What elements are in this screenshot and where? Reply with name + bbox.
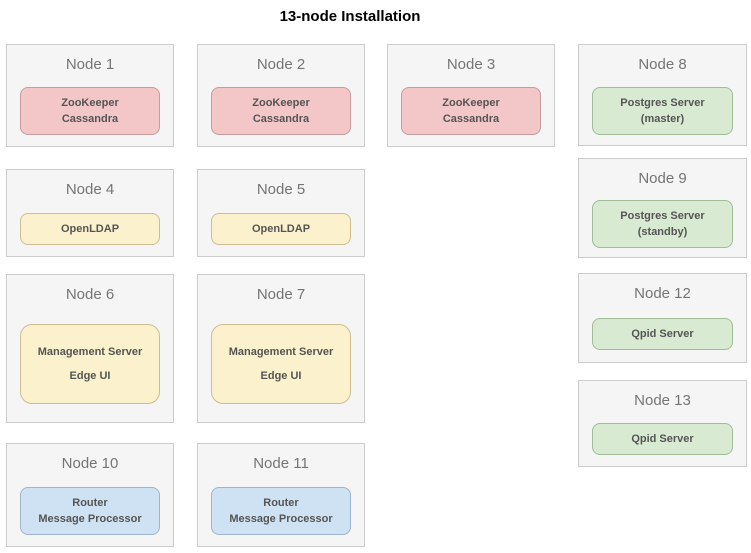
node-10-body: Router Message Processor [20,475,160,546]
node-8-title: Node 8 [638,56,687,73]
node-9-title: Node 9 [638,170,687,187]
component-label: Qpid Server [631,327,694,340]
component-label: Router [263,496,299,509]
node-11-body: Router Message Processor [211,475,351,546]
component-label: Cassandra [442,113,500,125]
node-6-title: Node 6 [65,286,115,303]
node-11-components: Router Message Processor [211,486,351,535]
node-11-title: Node 11 [253,455,309,472]
node-6-components: Management Server Edge UI [20,324,160,404]
component-label: ZooKeeper [61,97,119,109]
component-label: Message Processor [38,512,142,525]
component-label: Edge UI [69,370,111,382]
node-13-components: Qpid Server [592,423,733,455]
node-12-title: Node 12 [634,285,691,302]
node-4-title: Node 4 [65,181,115,198]
node-4: Node 4 OpenLDAP [6,169,174,257]
component-label: Router [72,496,108,509]
node-2-title: Node 2 [256,56,306,73]
component-label: ZooKeeper [252,97,310,109]
node-7-components: Management Server Edge UI [211,324,351,404]
node-10: Node 10 Router Message Processor [6,443,174,547]
node-5: Node 5 OpenLDAP [197,169,365,257]
component-label: ZooKeeper [442,97,500,109]
node-7: Node 7 Management Server Edge UI [197,274,365,423]
component-label: (standby) [637,225,688,238]
node-9: Node 9 Postgres Server (standby) [578,158,747,258]
node-6: Node 6 Management Server Edge UI [6,274,174,423]
component-label: Cassandra [61,113,119,125]
component-label: Edge UI [260,370,302,382]
component-label: Qpid Server [631,433,694,445]
node-8-components: Postgres Server (master) [592,86,733,135]
node-13: Node 13 Qpid Server [578,380,747,467]
node-6-body: Management Server Edge UI [20,306,160,422]
node-2-body: ZooKeeper Cassandra [211,76,351,146]
node-3-components: ZooKeeper Cassandra [401,87,541,135]
node-2: Node 2 ZooKeeper Cassandra [197,44,365,147]
node-12-body: Qpid Server [592,305,733,362]
component-label: Postgres Server [620,209,705,222]
node-3-title: Node 3 [446,56,496,73]
component-label: Management Server [37,346,143,358]
node-3: Node 3 ZooKeeper Cassandra [387,44,555,147]
node-9-components: Postgres Server (standby) [592,199,733,248]
node-8-body: Postgres Server (master) [592,76,733,145]
node-10-title: Node 10 [61,455,119,472]
node-5-components: OpenLDAP [211,212,351,245]
node-5-body: OpenLDAP [211,201,351,256]
node-5-title: Node 5 [256,181,306,198]
node-9-body: Postgres Server (standby) [592,190,733,257]
node-8: Node 8 Postgres Server (master) [578,44,747,146]
node-1-components: ZooKeeper Cassandra [20,87,160,135]
node-7-body: Management Server Edge UI [211,306,351,422]
node-13-title: Node 13 [634,392,691,409]
component-label: (master) [640,112,685,125]
node-12: Node 12 Qpid Server [578,273,747,363]
node-1-body: ZooKeeper Cassandra [20,76,160,146]
page-title: 13-node Installation [279,8,421,25]
component-label: OpenLDAP [251,222,311,235]
node-7-title: Node 7 [256,286,306,303]
node-2-components: ZooKeeper Cassandra [211,87,351,135]
node-1: Node 1 ZooKeeper Cassandra [6,44,174,147]
component-label: Management Server [228,346,334,358]
component-label: Postgres Server [620,96,705,109]
node-11: Node 11 Router Message Processor [197,443,365,547]
node-13-body: Qpid Server [592,412,733,466]
component-label: Cassandra [252,113,310,125]
component-label: OpenLDAP [60,222,120,235]
node-4-components: OpenLDAP [20,212,160,245]
node-12-components: Qpid Server [592,317,733,350]
component-label: Message Processor [229,512,333,525]
node-3-body: ZooKeeper Cassandra [401,76,541,146]
node-1-title: Node 1 [65,56,115,73]
node-10-components: Router Message Processor [20,486,160,535]
node-4-body: OpenLDAP [20,201,160,256]
